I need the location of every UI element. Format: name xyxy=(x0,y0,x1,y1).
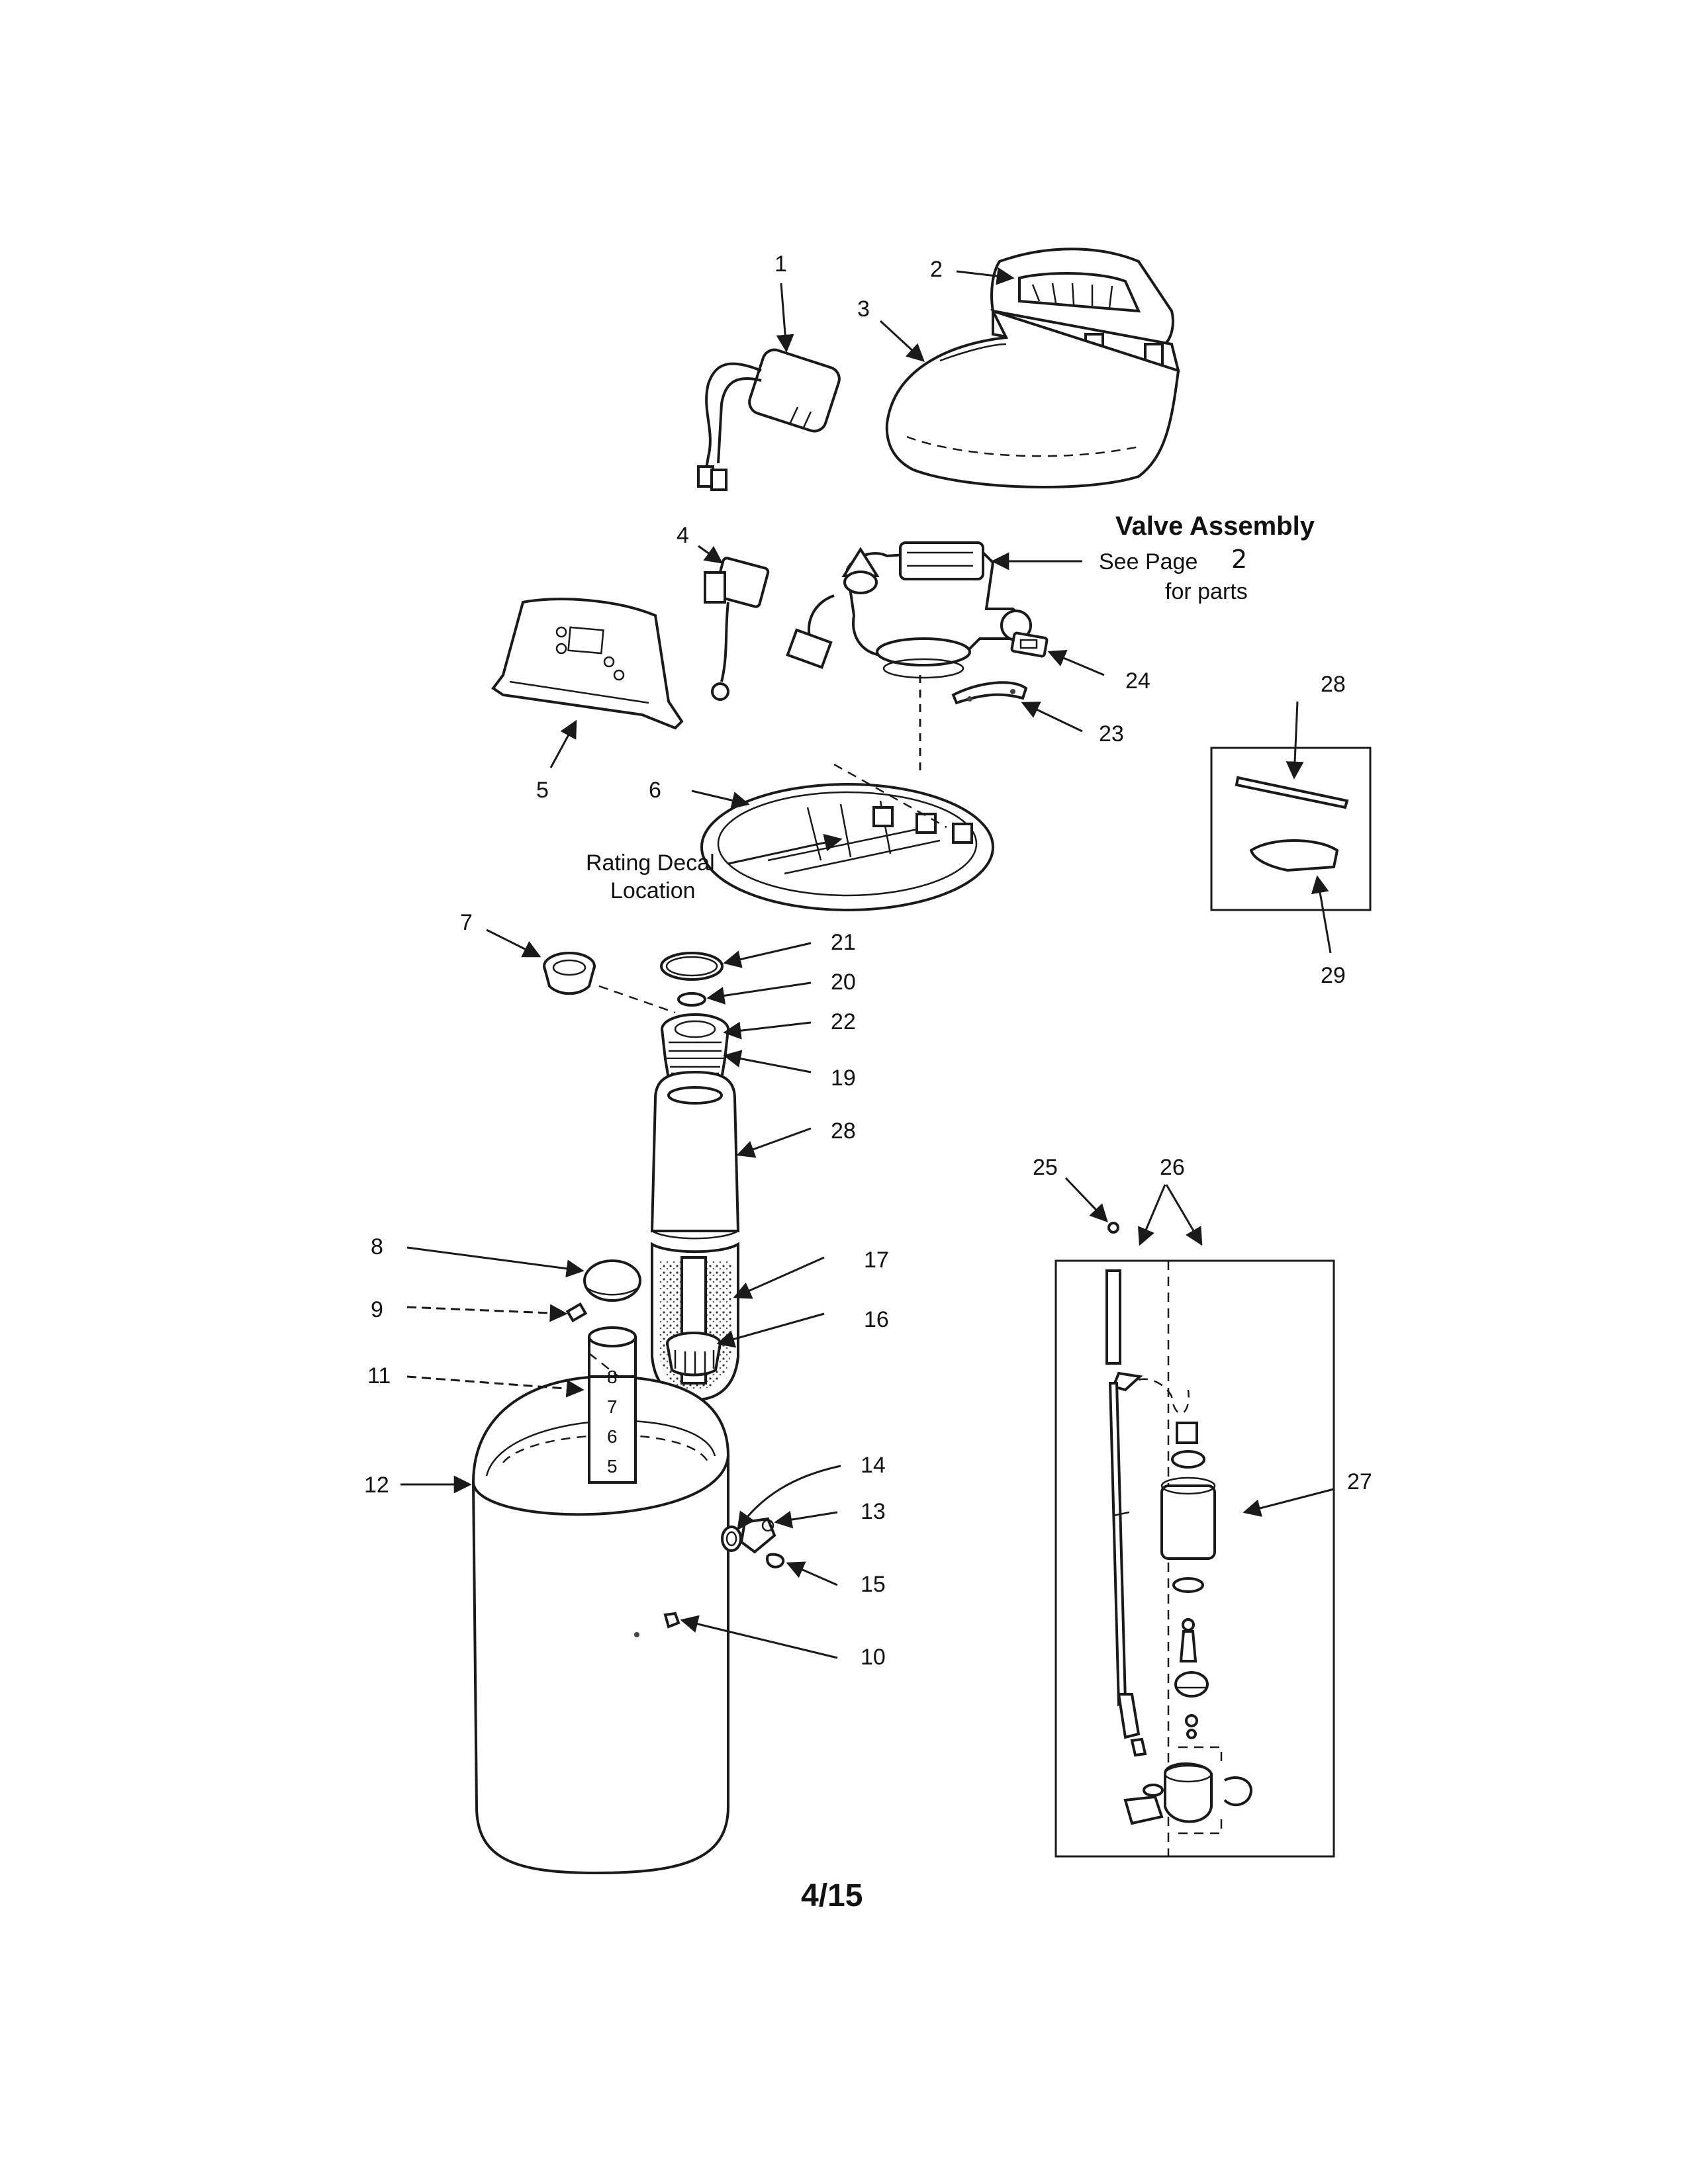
callout-5: 5 xyxy=(536,778,549,803)
page-number: 4/15 xyxy=(801,1878,863,1913)
callout-17: 17 xyxy=(864,1248,889,1273)
tube-mark-6: 6 xyxy=(607,1426,618,1447)
motor-part xyxy=(704,557,770,701)
tube-mark-5: 5 xyxy=(607,1456,618,1477)
callout-15: 15 xyxy=(861,1572,886,1597)
callout-10: 10 xyxy=(861,1645,886,1670)
clip-9-part xyxy=(565,1302,588,1323)
callout-29: 29 xyxy=(1321,963,1346,988)
cap-part xyxy=(543,952,596,995)
callout-28-inset: 28 xyxy=(1321,672,1346,697)
wall-adapter-part xyxy=(697,348,841,491)
callout-21: 21 xyxy=(831,930,856,955)
leader-lines xyxy=(400,267,1335,1659)
callout-11: 11 xyxy=(367,1363,391,1388)
callout-25: 25 xyxy=(1033,1155,1058,1180)
clip-24-part xyxy=(1010,631,1049,658)
tube-mark-7: 7 xyxy=(607,1396,618,1417)
callout-26: 26 xyxy=(1160,1155,1185,1180)
callout-2: 2 xyxy=(930,257,943,282)
callout-27: 27 xyxy=(1347,1469,1372,1494)
tube-mark-8: 8 xyxy=(607,1367,618,1387)
clip-23-part xyxy=(951,681,1028,705)
resin-tank-part xyxy=(650,1070,740,1240)
screw-10-part xyxy=(663,1612,680,1629)
valve-page-ref: 2 xyxy=(1231,545,1247,574)
inset-box-brine-valve xyxy=(1055,1259,1335,1858)
rating-decal-line2: Location xyxy=(610,878,696,903)
elbow-13-part xyxy=(739,1517,776,1554)
plate-29-part xyxy=(1249,839,1339,872)
callout-20: 20 xyxy=(831,970,856,995)
base-ring-part xyxy=(700,763,994,911)
callout-4: 4 xyxy=(677,523,689,548)
callout-23: 23 xyxy=(1099,721,1124,747)
fitting-14-part xyxy=(721,1525,742,1552)
callout-24: 24 xyxy=(1125,668,1150,694)
valve-see-page: See Page xyxy=(1099,549,1197,574)
callout-22: 22 xyxy=(831,1009,856,1034)
callout-6: 6 xyxy=(649,778,661,803)
clip-15-part xyxy=(766,1553,785,1569)
callout-19: 19 xyxy=(831,1066,856,1091)
o-ring-21-part xyxy=(660,952,724,981)
brine-valve-part xyxy=(1105,1222,1253,1835)
callout-28-tank: 28 xyxy=(831,1118,856,1144)
inset-box-28-29 xyxy=(1210,747,1372,911)
callout-1: 1 xyxy=(774,251,787,277)
callout-12: 12 xyxy=(364,1473,389,1498)
rating-decal-line1: Rating Decal xyxy=(586,850,715,876)
rod-28-part xyxy=(1235,776,1349,809)
callout-16: 16 xyxy=(864,1307,889,1332)
callout-13: 13 xyxy=(861,1499,886,1524)
valve-assembly-part xyxy=(786,541,1032,774)
callout-9: 9 xyxy=(371,1297,383,1322)
valve-for-parts: for parts xyxy=(1165,579,1248,604)
callout-3: 3 xyxy=(857,296,870,322)
salt-lid-part xyxy=(885,308,1180,488)
float-cap-part xyxy=(583,1259,641,1302)
resin-section-part xyxy=(651,1242,739,1402)
callout-14: 14 xyxy=(861,1453,886,1478)
callout-8: 8 xyxy=(371,1234,383,1259)
distributor-22-part xyxy=(661,1013,729,1060)
salt-tank-part xyxy=(471,1375,729,1875)
washer-20-part xyxy=(677,992,706,1007)
valve-assembly-heading: Valve Assembly xyxy=(1115,512,1315,541)
callout-7: 7 xyxy=(460,910,473,935)
control-panel-part xyxy=(491,598,684,730)
